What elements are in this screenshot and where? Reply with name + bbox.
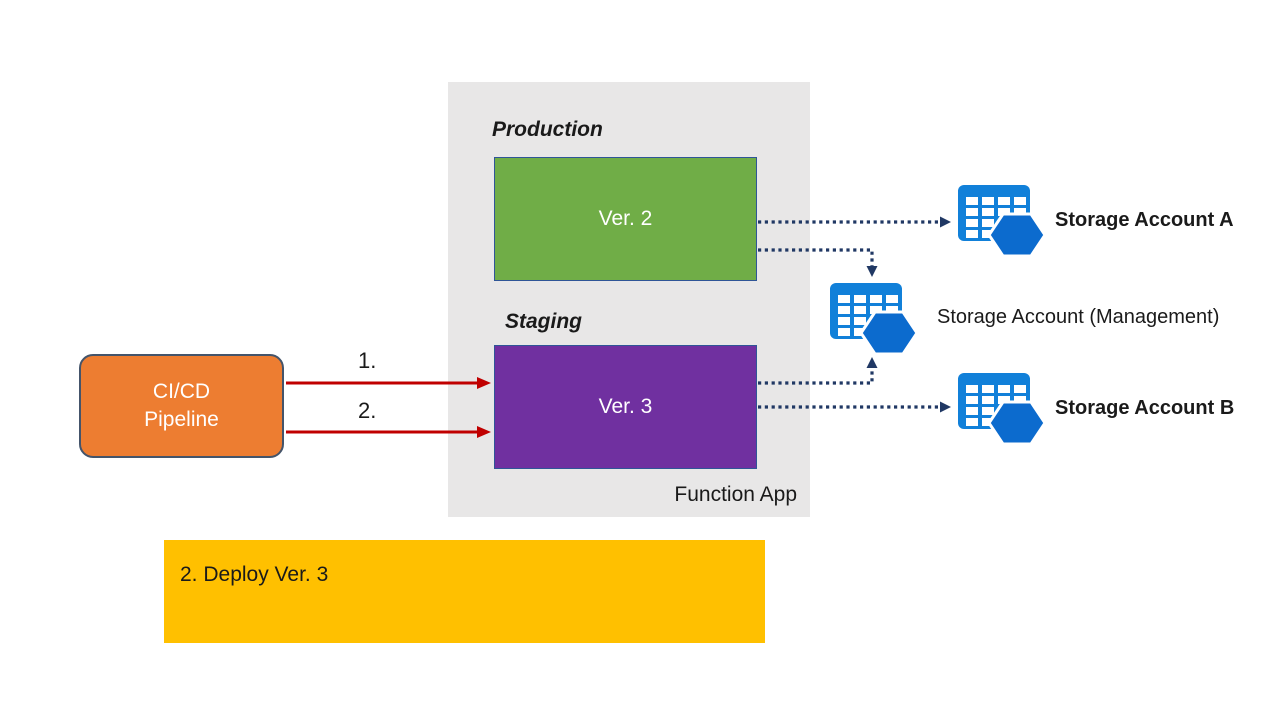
production-slot-label: Ver. 2	[598, 207, 653, 230]
cicd-pipeline-node: CI/CD Pipeline	[79, 354, 284, 458]
staging-slot-ver3: Ver. 3	[494, 345, 757, 469]
production-heading: Production	[492, 118, 603, 141]
cicd-pipeline-label: CI/CD Pipeline	[144, 379, 219, 431]
storage-account-a-icon	[958, 185, 1047, 258]
storage-account-a-label: Storage Account A	[1055, 209, 1234, 231]
step-2-label: 2.	[358, 398, 377, 423]
storage-account-management-label: Storage Account (Management)	[937, 306, 1220, 328]
staging-heading: Staging	[505, 310, 582, 333]
deploy-note-text: 2. Deploy Ver. 3	[180, 563, 329, 586]
storage-account-b-icon	[958, 373, 1047, 446]
function-app-label: Function App	[674, 483, 797, 506]
production-slot-ver2: Ver. 2	[494, 157, 757, 281]
storage-account-b-label: Storage Account B	[1055, 397, 1235, 419]
step-1-label: 1.	[358, 348, 377, 373]
storage-account-management-icon	[830, 283, 919, 356]
staging-slot-label: Ver. 3	[598, 395, 653, 418]
deploy-note-bar: 2. Deploy Ver. 3	[164, 540, 765, 643]
